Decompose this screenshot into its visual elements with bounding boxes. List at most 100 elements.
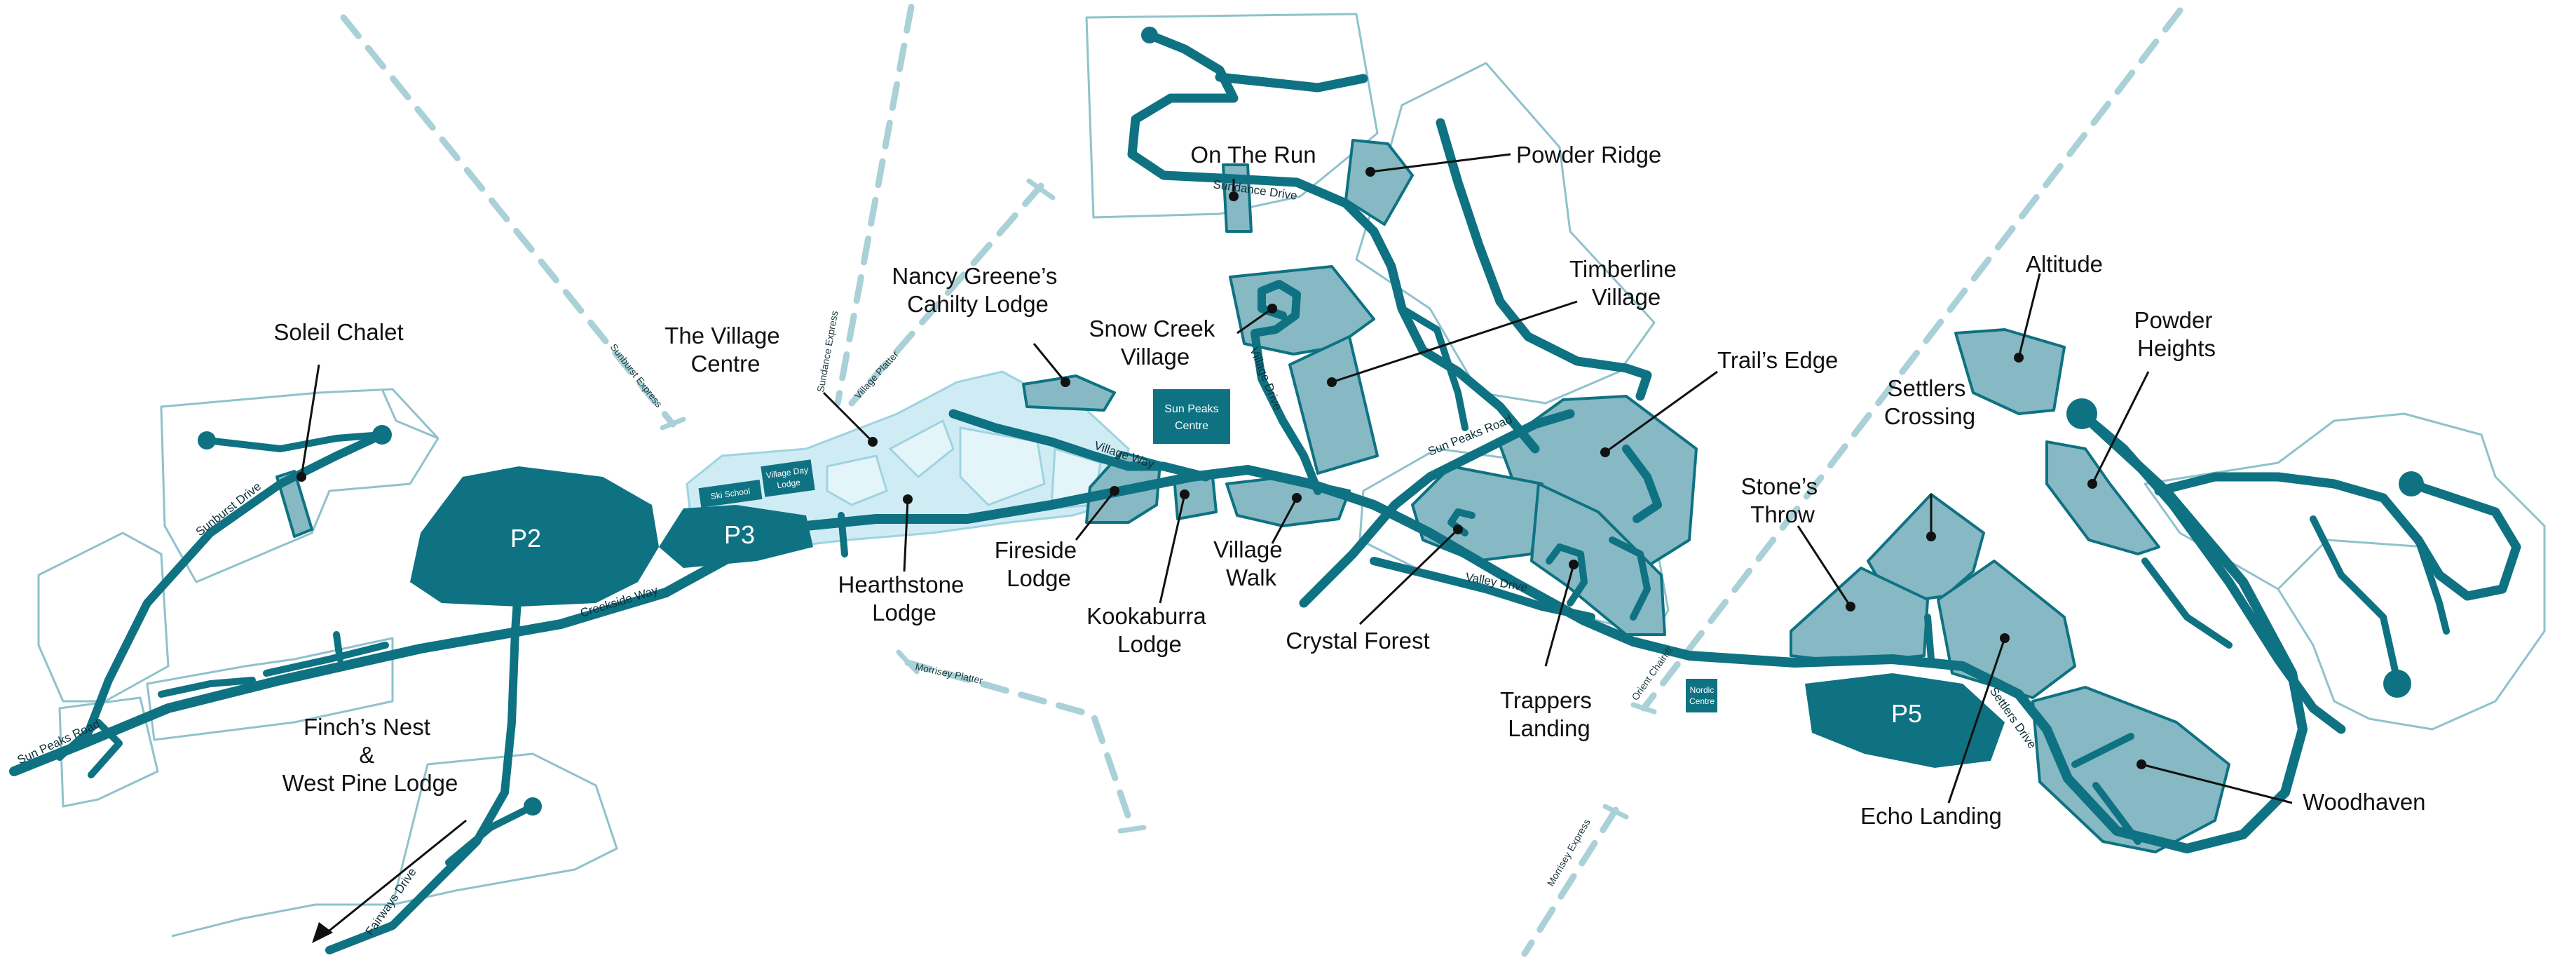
road-woodhaven-spur[interactable] <box>2071 733 2134 768</box>
callout-dots <box>297 167 2146 769</box>
lift-orient-chairlift[interactable] <box>1640 7 2183 712</box>
label-echo-landing[interactable]: Echo Landing <box>1860 803 2002 829</box>
label-crystal-forest[interactable]: Crystal Forest <box>1286 628 1429 654</box>
parcel-echo-landing[interactable] <box>1937 560 2076 699</box>
label-trails-edge[interactable]: Trail’s Edge <box>1717 347 1838 373</box>
road-village-way[interactable] <box>948 409 1211 482</box>
lift-end-bars <box>660 178 1657 834</box>
label-hearthstone-lodge[interactable]: Hearthstone Lodge <box>838 572 971 626</box>
label-powder-heights[interactable]: Powder Heights <box>2134 307 2219 361</box>
road-woodhaven-spur-2[interactable] <box>2092 782 2141 845</box>
parcel-altitude[interactable] <box>1954 328 2066 415</box>
road-label-village-drive: Village Drive <box>1247 345 1284 412</box>
outline-powder-ridge <box>1355 62 1656 405</box>
property-labels: Soleil Chalet The Village Centre Nancy G… <box>273 142 2425 829</box>
lift-morrisey-platter[interactable] <box>904 659 1136 831</box>
road-valley-loops[interactable] <box>1546 543 1588 607</box>
outline-fairways-bottom <box>171 903 393 938</box>
road-sunburst-drive[interactable] <box>80 431 386 748</box>
lift-morrisey-express[interactable] <box>1521 806 1619 957</box>
road-powder-heights-inner-3[interactable] <box>2415 536 2450 635</box>
village-day-lodge-label-2: Lodge <box>777 478 801 491</box>
road-west-loop-3[interactable] <box>263 642 389 677</box>
road-powder-heights-inner[interactable] <box>2141 557 2233 649</box>
label-trappers-landing[interactable]: Trappers Landing <box>1500 687 1598 741</box>
label-soleil-chalet[interactable]: Soleil Chalet <box>273 319 403 345</box>
lift-village-platter[interactable] <box>848 182 1044 407</box>
nordic-centre[interactable] <box>1686 679 1717 712</box>
lift-label-morrisey-platter: Morrisey Platter <box>914 661 984 686</box>
lift-sundance-express[interactable] <box>834 4 915 407</box>
road-settlers-spur[interactable] <box>1924 614 1935 663</box>
road-powder-heights-east[interactable] <box>2154 472 2521 601</box>
parcel-woodhaven[interactable] <box>2031 686 2230 853</box>
parcel-soleil-chalet[interactable] <box>275 470 313 538</box>
label-settlers-crossing[interactable]: Settlers Crossing <box>1884 375 1975 429</box>
road-sunburst-cul[interactable] <box>203 431 386 452</box>
road-fairways-drive[interactable] <box>325 578 523 954</box>
label-village-walk[interactable]: Village Walk <box>1213 536 1289 590</box>
sun-peaks-centre-label-1: Sun Peaks <box>1164 403 1218 415</box>
neighbourhood-outlines <box>37 13 2546 938</box>
sun-peaks-centre[interactable] <box>1153 389 1230 444</box>
parcel-powder-ridge[interactable] <box>1344 139 1414 226</box>
road-sundance-top[interactable] <box>1215 72 1368 93</box>
outline-sunburst <box>160 388 439 583</box>
label-on-the-run[interactable]: On The Run <box>1190 142 1316 168</box>
label-kookaburra-lodge[interactable]: Kookaburra Lodge <box>1086 603 1213 657</box>
parcel-stones-throw[interactable] <box>1790 567 1929 664</box>
callout-arrowhead <box>312 922 333 943</box>
parcel-trappers-landing[interactable] <box>1530 482 1666 636</box>
road-west-loop-1[interactable] <box>56 719 123 778</box>
parking-p5[interactable] <box>1805 673 2005 768</box>
road-end-caps <box>198 27 2424 816</box>
parcel-snow-creek-lower[interactable] <box>1288 335 1379 475</box>
road-label-sun-peaks-road-east: Sun Peaks Road <box>1426 412 1513 458</box>
lift-label-village-platter: Village Platter <box>852 349 901 401</box>
village-day-lodge[interactable] <box>761 459 815 497</box>
label-powder-ridge[interactable]: Powder Ridge <box>1516 142 1661 168</box>
nordic-centre-label-1: Nordic <box>1690 685 1715 695</box>
road-valley-drive[interactable] <box>1370 557 1595 621</box>
buildings: Sun Peaks Centre Ski School Village Day … <box>698 389 1717 712</box>
label-altitude[interactable]: Altitude <box>2026 251 2103 277</box>
label-woodhaven[interactable]: Woodhaven <box>2303 789 2426 815</box>
road-village-inner[interactable] <box>838 512 848 557</box>
label-timberline-village[interactable]: Timberline Village <box>1569 256 1683 310</box>
parking-p3[interactable] <box>659 505 813 568</box>
road-sundance-drive[interactable] <box>1127 30 1540 454</box>
lift-sunburst-express[interactable] <box>340 14 676 428</box>
label-finchs-nest[interactable]: Finch’s Nest & West Pine Lodge <box>282 714 458 796</box>
road-timberline[interactable] <box>1436 118 1652 401</box>
label-snow-creek-village[interactable]: Snow Creek Village <box>1089 316 1222 370</box>
label-the-village-centre[interactable]: The Village Centre <box>665 323 786 377</box>
parking-p2[interactable] <box>410 466 659 607</box>
road-powder-heights[interactable] <box>2077 409 2346 734</box>
road-timberline-inner[interactable] <box>1398 305 1468 431</box>
parking-p5-label: P5 <box>1891 699 1922 728</box>
road-label-sunburst-drive: Sunburst Drive <box>193 480 264 539</box>
road-main[interactable] <box>9 409 2308 853</box>
road-west-spur[interactable] <box>333 631 343 663</box>
label-nancy-greene[interactable]: Nancy Greene’s Cahilty Lodge <box>892 263 1063 317</box>
road-fairways-spur[interactable] <box>445 803 536 866</box>
road-valley-loop-2[interactable] <box>1609 536 1651 621</box>
nordic-centre-label-2: Centre <box>1689 696 1715 706</box>
label-stones-throw[interactable]: Stone’s Throw <box>1741 473 1825 527</box>
label-fireside-lodge[interactable]: Fireside Lodge <box>995 537 1084 591</box>
parking-p2-label: P2 <box>510 524 541 553</box>
parcel-nancy-greene[interactable] <box>1022 374 1116 412</box>
ski-school[interactable] <box>698 480 763 508</box>
outline-sundance <box>1085 13 1379 219</box>
outline-west-strip <box>146 637 394 741</box>
parcel-powder-heights[interactable] <box>2045 440 2160 555</box>
parcel-village-walk[interactable] <box>1225 475 1351 527</box>
road-powder-heights-inner-2[interactable] <box>2310 515 2401 684</box>
road-trails-edge-spur[interactable] <box>1622 445 1662 523</box>
parking: P2 P3 P5 <box>410 466 2005 768</box>
road-west-loop-2[interactable] <box>158 677 256 698</box>
road-snow-creek-loop[interactable] <box>1250 280 1322 495</box>
road-sun-peaks-east[interactable] <box>1299 409 1575 608</box>
parking-p3-label: P3 <box>724 520 755 549</box>
